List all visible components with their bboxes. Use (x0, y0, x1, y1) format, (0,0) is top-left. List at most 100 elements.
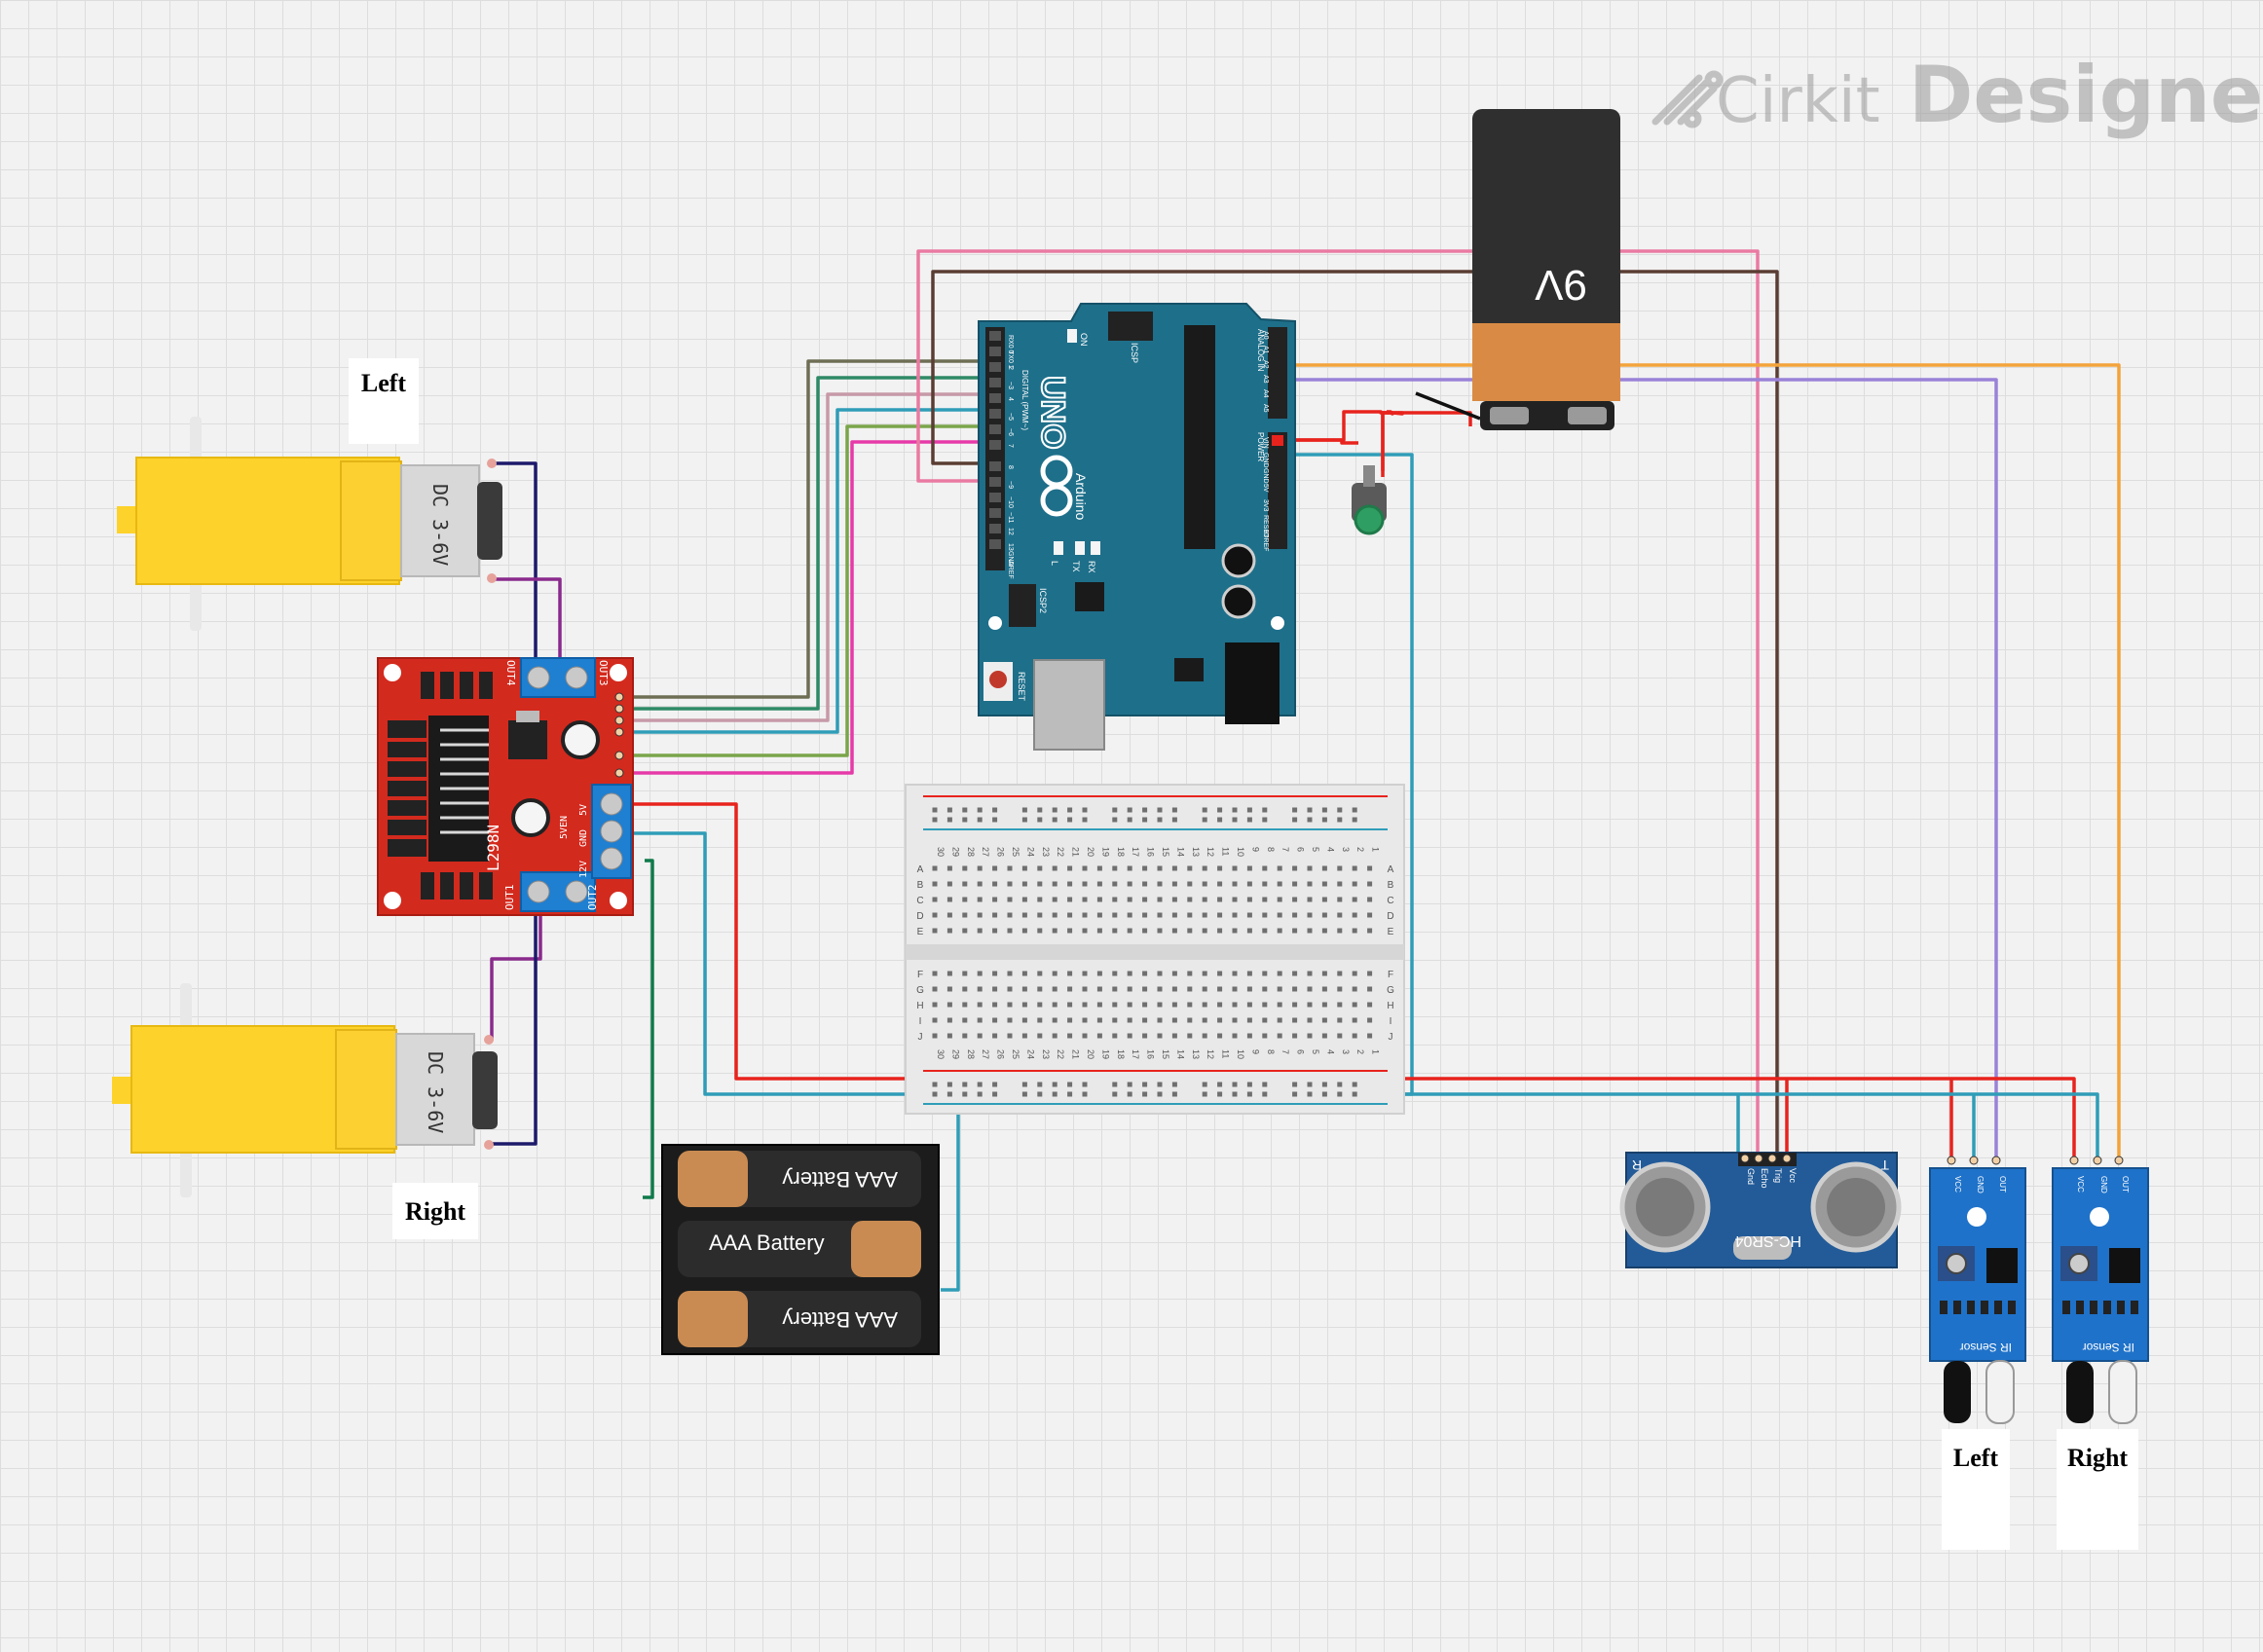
breadboard-col-label: 9 (1250, 847, 1260, 852)
breadboard-col-label: 19 (1100, 847, 1110, 857)
wire-motor-right-b[interactable] (492, 915, 538, 1146)
arduino-digital-pin-label: RX0 0 (1007, 335, 1014, 354)
breadboard-holes (932, 807, 1373, 1097)
wire-d7-enb[interactable] (619, 440, 995, 775)
arduino-logo-icon (1040, 455, 1073, 517)
ir-left-out: OUT (1998, 1176, 2007, 1193)
arduino-model: UNO (1034, 376, 1071, 450)
wire-9v-red[interactable] (1283, 410, 1394, 442)
arduino-power-pin-label: VIN (1262, 437, 1269, 449)
label-ir-right: Right (2057, 1429, 2138, 1550)
breadboard-column-labels: 3030292928282727262625252424232322222121… (936, 847, 1381, 1059)
breadboard-col-label: 13 (1191, 1049, 1201, 1059)
wire-echo[interactable] (931, 270, 1779, 1158)
motor-right[interactable]: DC 3-6V (112, 983, 498, 1197)
breadboard-row-label: I (919, 1016, 922, 1027)
breadboard-col-label: 3 (1341, 847, 1351, 852)
breadboard-col-label: 28 (966, 1049, 976, 1059)
wire-trig[interactable] (916, 249, 1760, 1158)
breadboard-col-label: 7 (1280, 847, 1290, 852)
wire-9v-minus[interactable] (1415, 391, 1481, 421)
breadboard-col-label: 1 (1371, 1049, 1381, 1054)
arduino-analog-pin-label: A3 (1262, 375, 1269, 384)
wire-d6-in4[interactable] (619, 424, 995, 757)
wire-9v-plus[interactable] (1381, 411, 1472, 471)
battery-9v[interactable]: 9V (1472, 109, 1620, 430)
breadboard-col-label: 25 (1011, 847, 1020, 857)
wire-d2-ena[interactable] (619, 359, 995, 699)
wire-gnd-aaa[interactable] (941, 1096, 960, 1292)
breadboard-col-label: 12 (1206, 1049, 1215, 1059)
wire-motor-right-a[interactable] (490, 915, 542, 1041)
breadboard-row-label: J (918, 1032, 923, 1043)
arduino-digital-pin-label: TX0 1 (1007, 350, 1014, 369)
arduino-analog-pin-label: A2 (1262, 360, 1269, 369)
wire-9v-red-2[interactable] (1381, 411, 1404, 477)
breadboard-col-label: 6 (1296, 847, 1306, 852)
arduino-uno[interactable]: UNO Arduino DIGITAL (PWM~) POWER ANALOG … (978, 303, 1296, 751)
arduino-digital-pin-label: 13 (1007, 543, 1014, 551)
arduino-digital-pin-label: ~9 (1007, 481, 1014, 489)
wire-gnd-bus[interactable] (1344, 1092, 2099, 1158)
arduino-reset-label: RESET (1017, 672, 1026, 702)
breadboard-col-label: 16 (1146, 847, 1156, 857)
arduino-gnd-label: GND (1007, 551, 1014, 567)
ir-sensor-left[interactable]: IR Sensor VCC GND OUT (1929, 1156, 2026, 1424)
breadboard-col-label: 22 (1056, 847, 1065, 857)
l298n-driver[interactable]: L298N OUT4 OUT3 OUT1 OUT2 5VEN 12V GND 5… (377, 657, 634, 916)
wire-vcc-bus[interactable] (1344, 1077, 2076, 1158)
arduino-icsp2: ICSP2 (1038, 588, 1048, 613)
breadboard-col-label: 26 (996, 1049, 1006, 1059)
wire-d4-in2[interactable] (619, 392, 995, 722)
breadboard-col-label: 17 (1131, 1049, 1140, 1059)
arduino-digital-pin-label: 8 (1007, 465, 1014, 469)
label-motor-left: Left (349, 358, 419, 444)
aaa-battery-pack[interactable]: AAA Battery AAA Battery AAA Battery (661, 1144, 940, 1355)
breadboard-row-label: G (1387, 985, 1394, 996)
breadboard-col-label: 21 (1071, 847, 1081, 857)
breadboard-col-label: 2 (1355, 847, 1365, 852)
breadboard[interactable]: 3030292928282727262625252424232322222121… (905, 784, 1405, 1115)
hc-sr04-model: HC-SR04 (1734, 1232, 1801, 1249)
breadboard-col-label: 22 (1056, 1049, 1065, 1059)
breadboard-col-label: 20 (1086, 847, 1095, 857)
wire-switch-vin[interactable] (1283, 438, 1358, 445)
ir-right-gnd: GND (2099, 1176, 2108, 1193)
breadboard-col-label: 13 (1191, 847, 1201, 857)
breadboard-row-label: H (1387, 1001, 1393, 1011)
breadboard-col-label: 10 (1236, 1049, 1245, 1059)
breadboard-col-label: 14 (1175, 847, 1185, 857)
l298n-gnd: GND (578, 829, 589, 847)
breadboard-row-label: F (917, 970, 923, 980)
wire-motor-left-a[interactable] (492, 461, 538, 658)
aaa-battery-2: AAA Battery (678, 1221, 921, 1277)
wire-motor-left-b[interactable] (492, 577, 562, 658)
hc-sr04-pin-label: Gnd (1746, 1168, 1756, 1185)
arduino-brand: Arduino (1073, 473, 1089, 520)
aaa-battery-2-label: AAA Battery (709, 1230, 825, 1255)
arduino-analog-pin-label: A4 (1262, 389, 1269, 398)
breadboard-row-label: H (916, 1001, 923, 1011)
breadboard-col-label: 5 (1311, 1049, 1320, 1054)
wire-d3-in1[interactable] (619, 376, 995, 711)
arduino-analog-label: ANALOG IN (1256, 329, 1265, 372)
breadboard-col-label: 27 (981, 847, 990, 857)
aaa-battery-3-label: AAA Battery (782, 1307, 898, 1332)
wire-d5-in3[interactable] (619, 408, 995, 734)
ir-sensor-right[interactable]: IR Sensor VCC GND OUT (2052, 1156, 2149, 1424)
motor-left[interactable]: DC 3-6V (117, 417, 502, 631)
wire-aaa-plus[interactable] (643, 859, 654, 1199)
arduino-on: ON (1079, 333, 1089, 347)
breadboard-col-label: 14 (1175, 1049, 1185, 1059)
breadboard-col-label: 11 (1221, 1049, 1231, 1058)
hc-sr04-pin-label: Vcc (1788, 1168, 1798, 1184)
arduino-digital-pin-label: ~10 (1007, 496, 1014, 508)
breadboard-col-label: 28 (966, 847, 976, 857)
power-switch[interactable] (1352, 465, 1387, 535)
arduino-power-pin-label: IOREF (1262, 531, 1269, 551)
arduino-analog-pin-label: A5 (1262, 404, 1269, 413)
breadboard-col-label: 21 (1071, 1049, 1081, 1059)
